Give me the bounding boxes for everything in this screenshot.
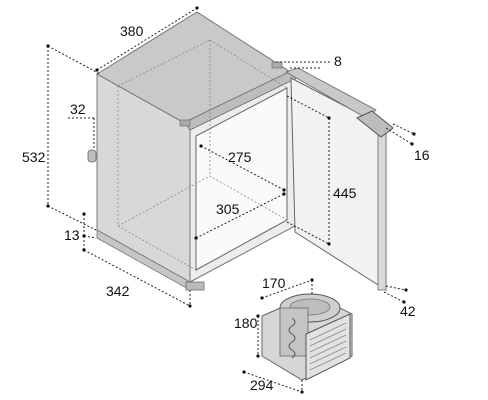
top-hinge	[271, 61, 283, 69]
cabinet-foot	[185, 281, 205, 291]
dimension-lines	[46, 6, 416, 394]
door-side-edge	[377, 125, 387, 291]
condenser-grille	[305, 313, 351, 381]
dim-width-top: 380	[120, 23, 144, 39]
dim-compressor-width: 170	[262, 275, 286, 291]
thermostat-knob	[87, 149, 97, 163]
dim-depth-bottom: 342	[106, 283, 130, 299]
refrigerant-coil	[288, 317, 296, 359]
dim-opening-depth: 305	[216, 201, 240, 217]
dim-height-total: 532	[22, 149, 46, 165]
door-handle	[356, 110, 394, 138]
compressor-unit	[261, 293, 353, 381]
condenser-fins	[309, 322, 347, 371]
dim-opening-height: 445	[333, 185, 357, 201]
cabinet	[87, 11, 298, 291]
dim-base-height: 13	[64, 227, 80, 243]
dim-door-overhang: 42	[400, 303, 416, 319]
dim-door-thickness: 16	[414, 147, 430, 163]
dim-compressor-depth: 294	[250, 377, 274, 393]
dimension-labels: 380 8 32 532 275 445 305 16 13 342 42 17…	[22, 23, 430, 393]
door	[285, 67, 394, 291]
compressor-drum-body	[279, 307, 309, 357]
door-top-edge	[285, 67, 377, 119]
dim-compressor-height: 180	[234, 315, 258, 331]
lower-hinge	[179, 119, 191, 127]
dim-opening-width: 275	[228, 149, 252, 165]
dim-side-offset: 32	[70, 101, 86, 117]
dim-door-gap: 8	[334, 53, 342, 69]
